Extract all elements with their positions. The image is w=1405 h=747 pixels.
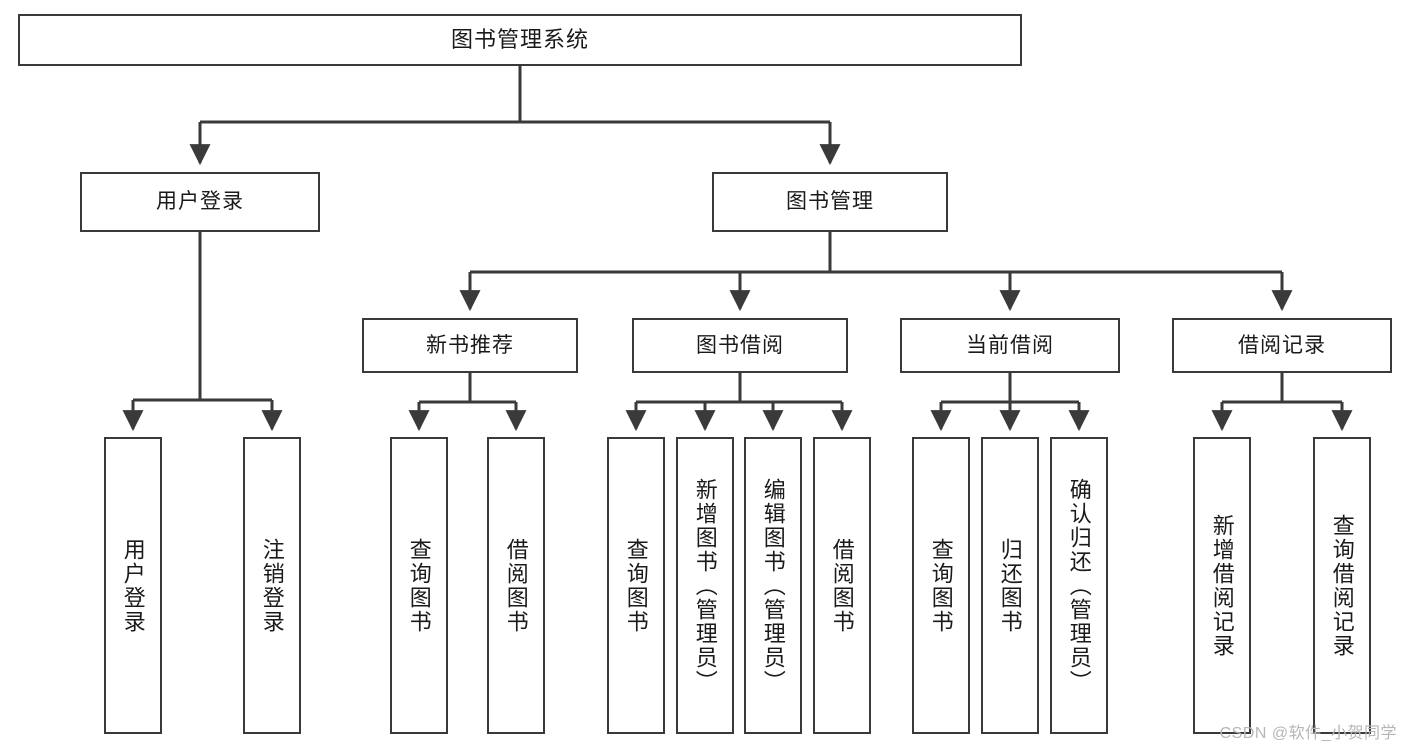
node-label: 新书推荐 (426, 333, 514, 357)
node-root-book-management-system[interactable]: 图书管理系统 (18, 14, 1022, 66)
leaf-user-login[interactable]: 用户登录 (104, 437, 162, 734)
leaf-edit-book-admin[interactable]: 编辑图书（管理员） (744, 437, 802, 734)
leaf-query-book-borrow[interactable]: 查询图书 (607, 437, 665, 734)
leaf-add-borrow-record[interactable]: 新增借阅记录 (1193, 437, 1251, 734)
node-book-management[interactable]: 图书管理 (712, 172, 948, 232)
node-label: 注销登录 (259, 537, 285, 634)
leaf-borrow-book-recommend[interactable]: 借阅图书 (487, 437, 545, 734)
node-label: 查询图书 (928, 537, 954, 634)
leaf-query-book-recommend[interactable]: 查询图书 (390, 437, 448, 734)
node-label: 确认归还（管理员） (1066, 477, 1092, 694)
node-book-borrow[interactable]: 图书借阅 (632, 318, 848, 373)
node-current-borrow[interactable]: 当前借阅 (900, 318, 1120, 373)
node-label: 查询图书 (623, 537, 649, 634)
node-label: 图书借阅 (696, 333, 784, 357)
node-label: 用户登录 (120, 537, 146, 634)
node-label: 借阅记录 (1238, 333, 1326, 357)
node-label: 图书管理系统 (450, 26, 589, 52)
node-label: 查询借阅记录 (1329, 513, 1355, 658)
node-label: 查询图书 (406, 537, 432, 634)
node-label: 当前借阅 (966, 333, 1054, 357)
node-user-login[interactable]: 用户登录 (80, 172, 320, 232)
node-label: 新增借阅记录 (1209, 513, 1235, 658)
node-label: 用户登录 (156, 190, 244, 214)
node-label: 编辑图书（管理员） (760, 477, 786, 694)
node-label: 借阅图书 (829, 537, 855, 634)
node-label: 图书管理 (786, 190, 874, 214)
leaf-query-borrow-record[interactable]: 查询借阅记录 (1313, 437, 1371, 734)
leaf-query-book-current[interactable]: 查询图书 (912, 437, 970, 734)
leaf-logout[interactable]: 注销登录 (243, 437, 301, 734)
node-label: 借阅图书 (503, 537, 529, 634)
node-label: 新增图书（管理员） (692, 477, 718, 694)
node-borrow-record[interactable]: 借阅记录 (1172, 318, 1392, 373)
leaf-add-book-admin[interactable]: 新增图书（管理员） (676, 437, 734, 734)
leaf-confirm-return-admin[interactable]: 确认归还（管理员） (1050, 437, 1108, 734)
leaf-return-book[interactable]: 归还图书 (981, 437, 1039, 734)
node-label: 归还图书 (997, 537, 1023, 634)
node-new-book-recommend[interactable]: 新书推荐 (362, 318, 578, 373)
leaf-borrow-book[interactable]: 借阅图书 (813, 437, 871, 734)
